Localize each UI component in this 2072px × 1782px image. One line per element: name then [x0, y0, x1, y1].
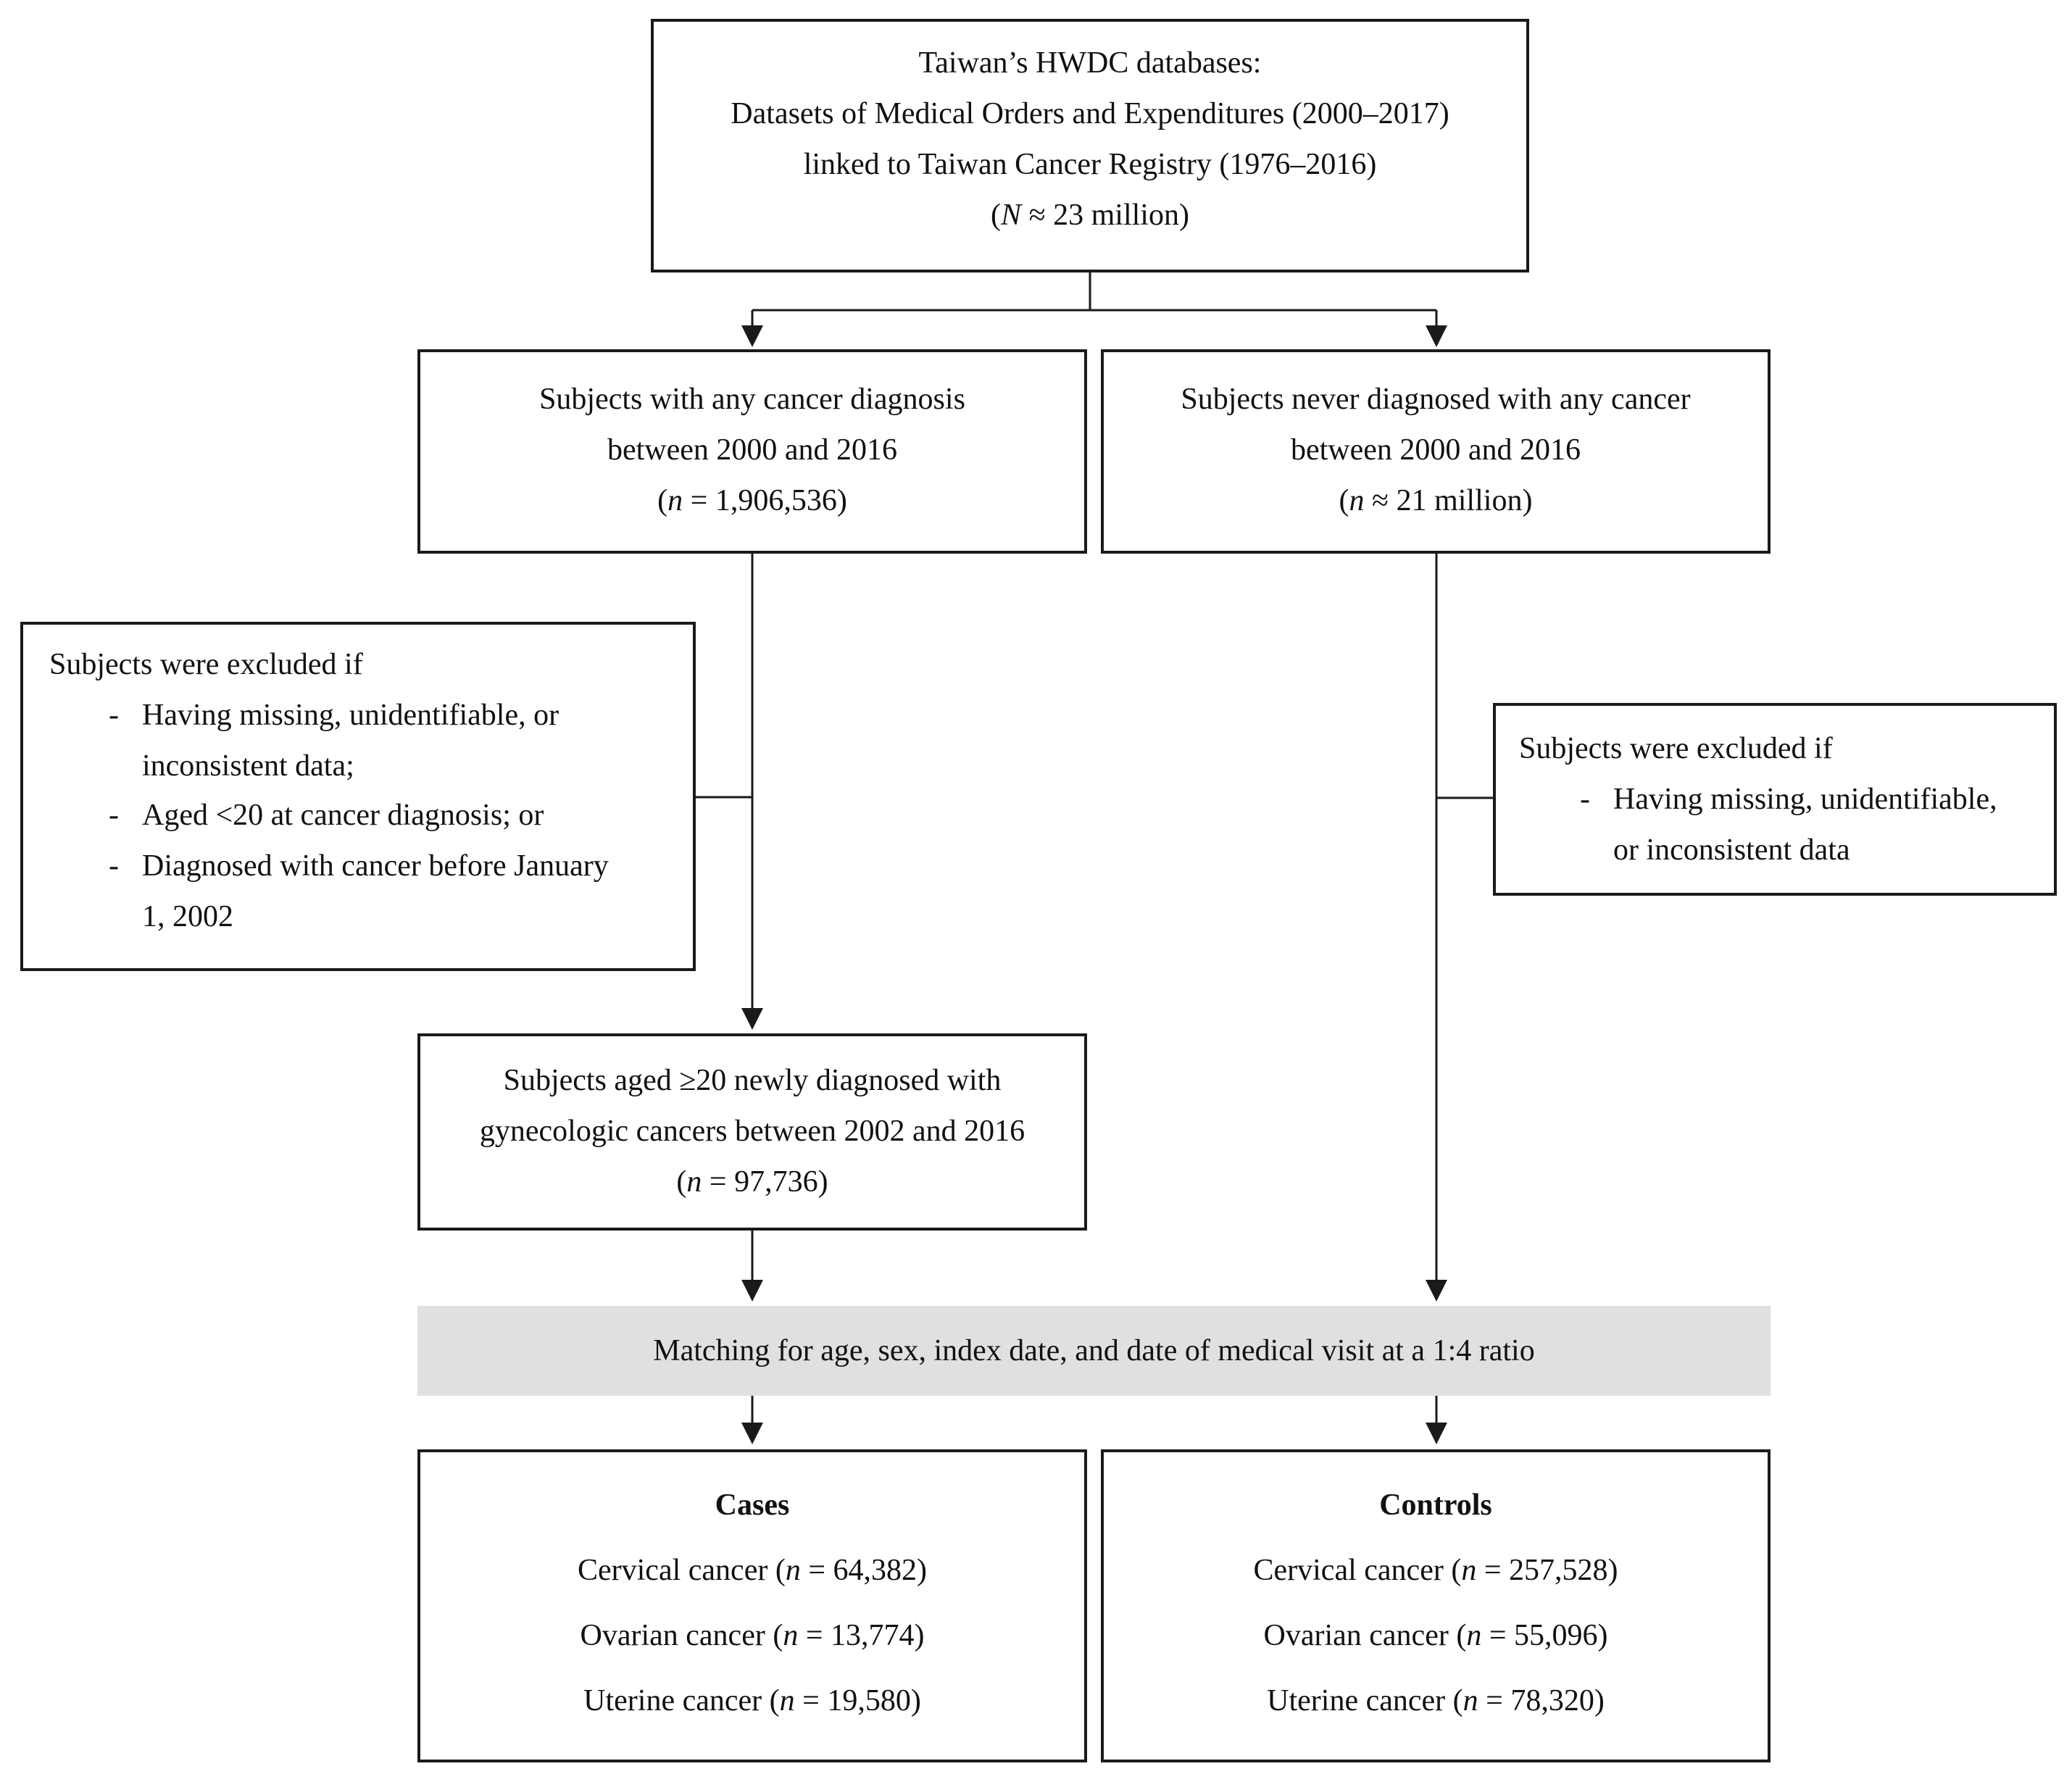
source-line-2: Datasets of Medical Orders and Expenditu…: [731, 97, 1449, 130]
controls-row-ovarian: Ovarian cancer (n = 55,096): [1104, 1610, 1768, 1661]
cases-row-uterine-variable: n: [779, 1684, 795, 1718]
exclusion-left-dash-1: -: [109, 699, 119, 732]
gyn-count-value: = 97,736): [702, 1165, 828, 1199]
matching-label: Matching for age, sex, index date, and d…: [653, 1334, 1535, 1367]
no-cancer-box: Subjects never diagnosed with any cancer…: [1101, 349, 1771, 554]
exclusion-left-item-1-line-1: Having missing, unidentifiable, or: [142, 699, 559, 732]
matching-step-bar: Matching for age, sex, index date, and d…: [417, 1306, 1771, 1396]
exclusion-left-title: Subjects were excluded if: [49, 648, 363, 681]
exclusion-left-dash-2: -: [109, 799, 119, 832]
controls-row-ovarian-value: = 55,096): [1481, 1619, 1608, 1652]
gyn-box-line-3: (n = 97,736): [676, 1165, 828, 1199]
cases-row-uterine: Uterine cancer (n = 19,580): [420, 1675, 1084, 1726]
source-line-4: (N ≈ 23 million): [991, 199, 1189, 232]
gyn-box-line-2: gynecologic cancers between 2002 and 201…: [479, 1115, 1025, 1148]
cancer-box-line-1: Subjects with any cancer diagnosis: [539, 383, 965, 416]
gyn-box-line-1: Subjects aged ≥20 newly diagnosed with: [503, 1064, 1002, 1097]
nocancer-count-variable: n: [1349, 484, 1365, 517]
cancer-box-line-3: (n = 1,906,536): [657, 484, 847, 517]
controls-row-uterine-value: = 78,320): [1478, 1684, 1605, 1718]
cases-row-ovarian: Ovarian cancer (n = 13,774): [420, 1610, 1084, 1661]
cases-row-uterine-label: Uterine cancer (: [583, 1684, 780, 1718]
nocancer-box-line-1: Subjects never diagnosed with any cancer: [1181, 383, 1691, 416]
cases-title: Cases: [715, 1489, 790, 1522]
cases-row-ovarian-label: Ovarian cancer (: [580, 1619, 783, 1652]
cases-row-ovarian-variable: n: [783, 1619, 799, 1652]
cases-row-cervical-variable: n: [785, 1554, 801, 1587]
controls-title: Controls: [1379, 1489, 1492, 1522]
gyn-count-variable: n: [686, 1165, 702, 1199]
source-count-variable: N: [1001, 199, 1022, 232]
exclusion-right-item-1-line-1: Having missing, unidentifiable,: [1613, 783, 1997, 816]
source-line-3: linked to Taiwan Cancer Registry (1976–2…: [803, 148, 1377, 181]
exclusion-right-item-1-line-2: or inconsistent data: [1613, 833, 1850, 867]
cases-row-ovarian-value: = 13,774): [798, 1619, 925, 1652]
exclusion-left-dash-3: -: [109, 849, 119, 883]
source-count-value: ≈ 23 million): [1021, 199, 1189, 232]
controls-row-ovarian-label: Ovarian cancer (: [1263, 1619, 1467, 1652]
controls-row-cervical-variable: n: [1461, 1554, 1477, 1587]
controls-row-uterine: Uterine cancer (n = 78,320): [1104, 1675, 1768, 1726]
controls-row-uterine-label: Uterine cancer (: [1267, 1684, 1463, 1718]
cancer-box-line-2: between 2000 and 2016: [607, 433, 898, 467]
controls-row-cervical-value: = 257,528): [1476, 1554, 1618, 1587]
controls-box: Controls Cervical cancer (n = 257,528) O…: [1101, 1449, 1771, 1762]
cases-row-uterine-value: = 19,580): [794, 1684, 921, 1718]
controls-row-ovarian-variable: n: [1466, 1619, 1482, 1652]
exclusion-left-item-1-line-2: inconsistent data;: [142, 749, 354, 783]
cancer-diagnosis-box: Subjects with any cancer diagnosis betwe…: [417, 349, 1087, 554]
controls-row-cervical: Cervical cancer (n = 257,528): [1104, 1545, 1768, 1596]
source-database-box: Taiwan’s HWDC databases: Datasets of Med…: [651, 19, 1529, 272]
controls-row-cervical-label: Cervical cancer (: [1253, 1554, 1462, 1587]
controls-row-uterine-variable: n: [1463, 1684, 1478, 1718]
exclusion-left-item-2-line-1: Aged <20 at cancer diagnosis; or: [142, 799, 544, 832]
exclusion-right-title: Subjects were excluded if: [1519, 732, 1833, 765]
cases-row-cervical: Cervical cancer (n = 64,382): [420, 1545, 1084, 1596]
exclusion-left-item-3-line-2: 1, 2002: [142, 900, 233, 933]
cancer-count-variable: n: [667, 484, 683, 517]
cases-row-cervical-label: Cervical cancer (: [578, 1554, 786, 1587]
nocancer-count-value: ≈ 21 million): [1364, 484, 1533, 517]
source-line-1: Taiwan’s HWDC databases:: [918, 46, 1262, 80]
gynecologic-cancer-box: Subjects aged ≥20 newly diagnosed with g…: [417, 1033, 1087, 1231]
exclusion-criteria-right-box: Subjects were excluded if - Having missi…: [1493, 703, 2057, 896]
cases-row-cervical-value: = 64,382): [800, 1554, 927, 1587]
cases-box: Cases Cervical cancer (n = 64,382) Ovari…: [417, 1449, 1087, 1762]
exclusion-left-item-3-line-1: Diagnosed with cancer before January: [142, 849, 609, 883]
exclusion-right-dash-1: -: [1580, 783, 1590, 816]
cancer-count-value: = 1,906,536): [683, 484, 847, 517]
nocancer-box-line-3: (n ≈ 21 million): [1339, 484, 1533, 517]
nocancer-box-line-2: between 2000 and 2016: [1290, 433, 1581, 467]
exclusion-criteria-left-box: Subjects were excluded if - Having missi…: [20, 622, 696, 971]
